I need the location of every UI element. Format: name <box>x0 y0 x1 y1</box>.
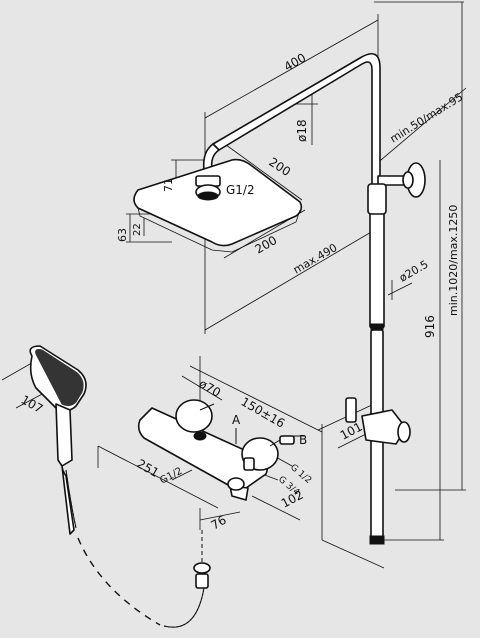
label-rail-diameter: ø20.5 <box>397 258 431 285</box>
shower-column <box>202 52 426 545</box>
label-mixer-depth: 102 <box>279 488 306 511</box>
label-knob-diameter: ø70 <box>197 376 224 399</box>
label-handshower-width: 107 <box>19 392 46 416</box>
wall-bracket <box>377 162 426 198</box>
label-mixer-height: 76 <box>209 513 229 533</box>
label-connection-thread: G1/2 <box>226 183 255 197</box>
label-total-height: min.1020/max.1250 <box>447 205 460 316</box>
hose-dashed <box>77 537 161 626</box>
label-arm-diameter: ø18 <box>295 119 309 142</box>
label-max-reach: max.490 <box>291 241 339 276</box>
label-head-height: 71 <box>162 178 175 192</box>
label-arm-offset: min.50/max.95 <box>388 90 466 145</box>
overhead-shower <box>133 158 303 253</box>
shower-head-body <box>133 158 303 247</box>
label-inlet-spacing: 150±16 <box>239 394 288 430</box>
temperature-knob <box>175 399 213 433</box>
label-rail-height: 916 <box>423 315 437 338</box>
label-arm-length: 400 <box>282 50 309 74</box>
thermostatic-mixer <box>137 399 304 501</box>
label-head-width: 200 <box>266 155 293 179</box>
handshower-handle <box>55 403 73 467</box>
handshower <box>29 345 87 467</box>
label-outlet-b: B <box>299 433 307 447</box>
label-head-depth: 200 <box>253 233 280 257</box>
label-head-total-height: 63 <box>116 228 129 242</box>
label-outlet-a: A <box>232 413 241 427</box>
label-holder-offset: 101 <box>338 420 365 443</box>
hose <box>61 465 211 628</box>
label-head-thickness: 22 <box>132 223 143 236</box>
handshower-holder <box>345 397 411 445</box>
